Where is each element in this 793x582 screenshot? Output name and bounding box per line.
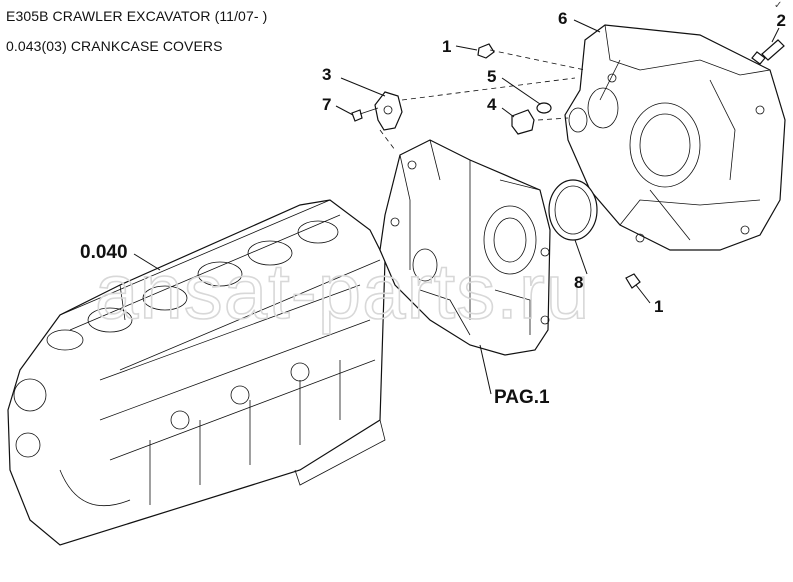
engine-block xyxy=(7,199,386,546)
callout-8: 8 xyxy=(574,273,583,292)
seal-ring-5 xyxy=(536,102,552,114)
callout-6: 6 xyxy=(558,9,567,28)
callout-1-bottom: 1 xyxy=(654,297,663,316)
plug-1-bottom xyxy=(625,273,641,289)
callout-3: 3 xyxy=(322,65,331,84)
diagram-title: E305B CRAWLER EXCAVATOR (11/07- ) xyxy=(6,8,268,24)
ref-label-pag1: PAG.1 xyxy=(494,387,550,408)
cover-plate-3 xyxy=(374,91,403,131)
flywheel-housing xyxy=(564,24,786,251)
assembly-lines xyxy=(379,49,586,151)
callout-7: 7 xyxy=(322,95,331,114)
plug-4 xyxy=(511,109,535,135)
callout-1-top: 1 xyxy=(442,37,451,56)
callout-5: 5 xyxy=(487,67,496,86)
bolt-2 xyxy=(751,39,785,65)
oil-seal-8 xyxy=(548,179,598,241)
screw-7 xyxy=(351,107,379,122)
corner-mark: ✓ xyxy=(774,0,783,11)
callout-4: 4 xyxy=(487,95,497,114)
timing-cover xyxy=(379,139,551,356)
watermark: ansat-parts.ru xyxy=(95,247,590,335)
section-title: 0.043(03) CRANKCASE COVERS xyxy=(6,38,223,54)
leader-lines xyxy=(133,19,780,395)
callout-2: 2 xyxy=(777,11,786,30)
ref-label-0040: 0.040 xyxy=(80,242,128,263)
plug-1-top xyxy=(477,43,495,59)
